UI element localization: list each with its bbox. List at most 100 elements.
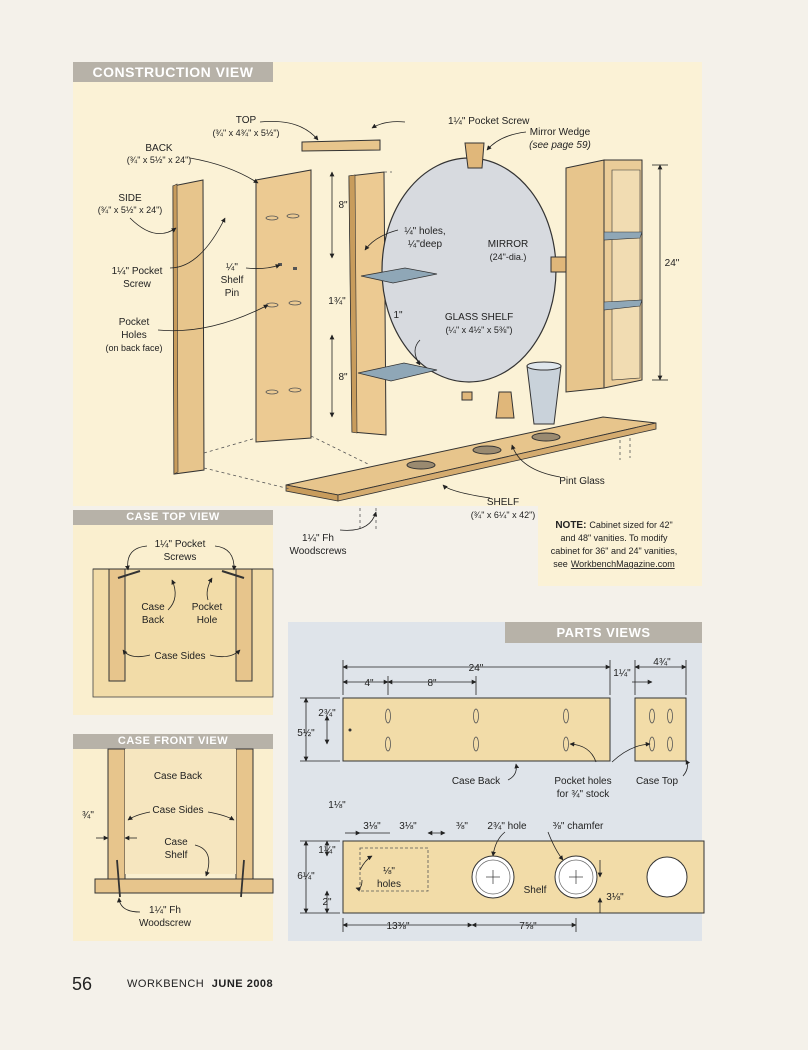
note-link[interactable]: WorkbenchMagazine.com: [571, 559, 675, 569]
holes-label-1: ¼" holes,: [404, 225, 445, 237]
mirror-label-2: (24"-dia.): [490, 252, 527, 262]
back-panel: [255, 169, 312, 443]
parts-holes-1: ⅛": [383, 866, 395, 877]
side-dimension: (¾" x 5½" x 24"): [98, 205, 163, 215]
parts-dim-2: 2": [322, 897, 332, 908]
note-line-3: cabinet for 36" and 24" vanities,: [551, 546, 677, 556]
mirror-wedge: [464, 142, 485, 169]
parts-dim-3-1-8-a: 3⅛": [363, 821, 381, 832]
parts-dim-2-3-4: 2¾": [318, 708, 336, 719]
page-footer: 56: [72, 974, 92, 995]
parts-dim-1-1-4: 1¼": [613, 667, 631, 679]
parts-dim-6-1-4: 6¼": [297, 870, 315, 882]
note-panel: [538, 506, 702, 586]
case-front-case-shelf-2: Shelf: [165, 850, 188, 861]
parts-hole: 2¾" hole: [487, 821, 527, 832]
pocket-screw-label: 1¼" Pocket Screw: [448, 115, 530, 127]
parts-case-top: Case Top: [636, 776, 679, 787]
top-piece: [301, 139, 381, 152]
glass-shelf-upper: [360, 267, 438, 284]
note-line-2: and 48" vanities. To modify: [560, 533, 668, 543]
shelf-pin-label-2: Shelf: [221, 275, 244, 286]
parts-pocket-holes-2: for ¾" stock: [557, 789, 610, 800]
top-label: TOP: [236, 115, 257, 126]
parts-shelf-label: Shelf: [524, 885, 547, 896]
dim-8-top: 8": [338, 200, 348, 211]
case-front-dim-3-4: ¾": [82, 810, 94, 821]
case-front-woodscrew-1: 1¼" Fh: [149, 904, 181, 916]
pocket-screw-left-label-2: Screw: [123, 279, 152, 290]
shelf-pin-label-3: Pin: [225, 288, 239, 299]
issue-date: JUNE 2008: [211, 978, 274, 990]
case-top-pocket-screws-2: Screws: [164, 552, 197, 563]
magazine-name: WORKBENCH: [127, 978, 205, 990]
glass-shelf-label-1: GLASS SHELF: [445, 312, 513, 323]
parts-dim-3-1-8-b: 3⅛": [399, 821, 417, 832]
top-dimension: (¾" x 4¾" x 5½"): [212, 128, 279, 138]
construction-view-header: CONSTRUCTION VIEW: [73, 62, 273, 82]
parts-dim-8: 8": [427, 678, 437, 689]
mirror-wedge-label: Mirror Wedge: [530, 127, 591, 138]
case-front-view: Case Back Case Sides Case Shelf ¾" 1¼" F…: [82, 748, 274, 929]
parts-dim-7-5-8: 7⅝": [519, 921, 537, 932]
parts-dim-3-8: ⅜": [456, 821, 468, 832]
case-top-case-back-1: Case: [141, 602, 165, 613]
parts-dim-1-1-8: 1⅛": [328, 800, 346, 811]
case-top-part: [634, 697, 687, 762]
note-line-1: Cabinet sized for 42": [589, 520, 672, 530]
woodscrews-label-2: Woodscrews: [289, 546, 346, 557]
pocket-holes-label-2: Holes: [121, 330, 147, 341]
parts-case-back: Case Back: [452, 776, 501, 787]
pint-glass-label: Pint Glass: [559, 476, 605, 487]
pocket-holes-label-1: Pocket: [119, 317, 150, 328]
case-top-view-header: CASE TOP VIEW: [73, 510, 273, 525]
parts-dim-4: 4": [364, 678, 374, 689]
parts-dim-3-1-8-c: 3⅛": [606, 892, 624, 903]
parts-dim-13-3-8: 13⅜": [386, 921, 409, 932]
pocket-screw-left-label-1: 1¼" Pocket: [112, 265, 163, 277]
dim-24-construction: 24": [665, 258, 680, 269]
glass-shelf-label-2: (¼" x 4½" x 5⅜"): [445, 325, 512, 335]
footer-magazine: WORKBENCH JUNE 2008: [127, 978, 273, 990]
see-page-label: (see page 59): [529, 140, 591, 151]
holes-label-2: ¼"deep: [408, 238, 443, 250]
parts-dim-5-1-2: 5½": [297, 728, 315, 739]
pocket-holes-label-3: (on back face): [105, 343, 162, 353]
parts-dim-24: 24": [469, 663, 484, 674]
case-top-pocket-hole-2: Hole: [197, 615, 218, 626]
glass-shelf-lower: [357, 362, 438, 382]
page-number: 56: [72, 974, 93, 994]
svg-text:NOTE:Cabinet sized for 42": NOTE:Cabinet sized for 42": [555, 520, 672, 531]
parts-chamfer: ⅜" chamfer: [553, 821, 604, 832]
pint-glass: [526, 365, 562, 425]
parts-holes-2: holes: [377, 879, 401, 890]
parts-views: 24" 4" 8" 1¼" 4¾" 2¾" 5½" Case Back Pock…: [297, 657, 705, 932]
case-front-case-back: Case Back: [154, 771, 203, 782]
dim-8-bottom: 8": [338, 372, 348, 383]
dim-1-3-4: 1¾": [328, 296, 346, 307]
back-dimension: (¾" x 5½" x 24"): [127, 155, 192, 165]
case-front-case-shelf-1: Case: [164, 837, 188, 848]
dim-1: 1": [393, 310, 403, 321]
shelf-part: [342, 840, 705, 914]
side-label: SIDE: [118, 193, 142, 204]
parts-dim-1-1-4-v: 1¼": [318, 844, 336, 856]
case-front-view-header: CASE FRONT VIEW: [73, 734, 273, 749]
mirror-label-1: MIRROR: [488, 239, 529, 250]
note-label: NOTE:: [555, 520, 586, 531]
parts-dim-4-3-4: 4¾": [653, 657, 671, 668]
case-front-case-sides: Case Sides: [152, 805, 203, 816]
shelf-pin-label-1: ¼": [226, 261, 238, 273]
note-line-4: see: [553, 559, 568, 569]
woodscrews-label-1: 1¼" Fh: [302, 532, 334, 544]
case-top-case-sides: Case Sides: [154, 651, 205, 662]
parts-pocket-holes-1: Pocket holes: [554, 776, 611, 787]
case-top-pocket-screws-1: 1¼" Pocket: [155, 538, 206, 550]
case-top-view: 1¼" Pocket Screws Case Back Pocket Hole …: [92, 538, 274, 698]
case-back-part: [342, 697, 611, 762]
shelf-dimension: (¾" x 6¼" x 42"): [471, 510, 536, 520]
case-top-pocket-hole-1: Pocket: [192, 602, 223, 613]
assembled-case: [565, 159, 605, 393]
